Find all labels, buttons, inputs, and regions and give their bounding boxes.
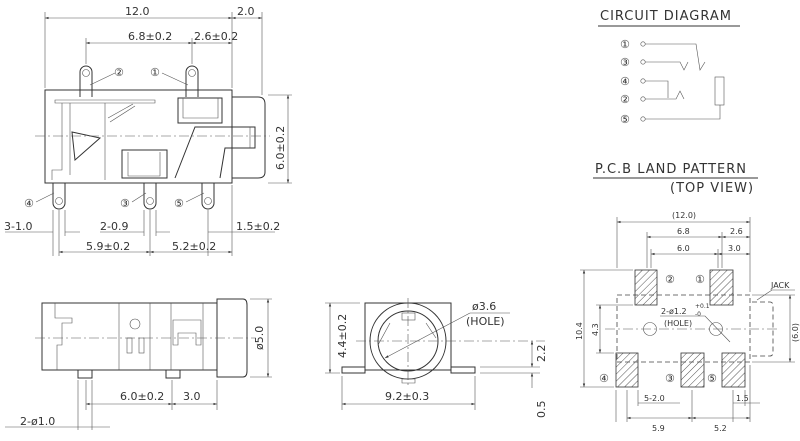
body-outline bbox=[44, 89, 266, 184]
pin-labels: ② ① ④ ③ ⑤ bbox=[24, 66, 205, 210]
pad-label: ③ bbox=[665, 372, 675, 385]
dim-bottom1: 5.9±0.2 bbox=[86, 240, 130, 253]
dim-hole-diameter: ø3.6 bbox=[472, 300, 496, 313]
hole bbox=[643, 322, 657, 336]
pcb-land-pattern: P.C.B LAND PATTERN (TOP VIEW) ② ① ④ ③ ⑤ … bbox=[575, 162, 800, 433]
dim-right: 1.5±0.2 bbox=[236, 220, 280, 233]
dimensions: 12.0 2.0 6.8±0.2 2.6±0.2 6.0±0.2 3-1.0 2… bbox=[4, 5, 292, 256]
circuit-diagram: CIRCUIT DIAGRAM ① ③ ④ ② ⑤ bbox=[598, 9, 740, 126]
dim-span-6-8: 6.8 bbox=[677, 227, 690, 236]
pad-label: ② bbox=[665, 273, 675, 286]
circuit-pin: ① bbox=[620, 38, 630, 51]
pcb-title: P.C.B LAND PATTERN bbox=[595, 162, 747, 177]
dim-pad1: 3-1.0 bbox=[4, 220, 32, 233]
pad-2 bbox=[634, 269, 658, 306]
dim-offset-2-6: 2.6 bbox=[730, 227, 743, 236]
dim-pin-span: 6.8±0.2 bbox=[128, 30, 172, 43]
pad-3 bbox=[680, 352, 705, 388]
pin-label: ② bbox=[114, 66, 124, 79]
circuit-pin: ④ bbox=[620, 75, 630, 88]
top-view: ② ① ④ ③ ⑤ 12.0 2.0 6.8±0.2 2.6±0.2 6.0±0… bbox=[4, 5, 292, 256]
dim-extension: 2.0 bbox=[237, 5, 255, 18]
dim-pad-size: 5-2.0 bbox=[644, 394, 665, 403]
dim-bottom2: 5.2 bbox=[714, 424, 727, 433]
hole-tolerance-plus: +0.1 bbox=[695, 303, 710, 310]
dim-diameter: ø5.0 bbox=[253, 326, 266, 350]
dim-offset-3-0: 3.0 bbox=[728, 244, 741, 253]
dim-tip: 3.0 bbox=[183, 390, 201, 403]
pad-4 bbox=[615, 352, 639, 388]
dim-center: 2.2 bbox=[535, 345, 548, 363]
hole-spec: 2-ø1.2 bbox=[661, 307, 687, 316]
dim-pad2: 2-0.9 bbox=[100, 220, 128, 233]
circuit-title: CIRCUIT DIAGRAM bbox=[600, 9, 732, 24]
circuit-pin: ⑤ bbox=[620, 113, 630, 126]
dim-bottom2: 5.2±0.2 bbox=[172, 240, 216, 253]
pin-label: ① bbox=[150, 66, 160, 79]
dim-edge: 1.5 bbox=[736, 394, 749, 403]
dim-overall: (12.0) bbox=[672, 211, 696, 220]
pin-label: ⑤ bbox=[174, 197, 184, 210]
pad-1 bbox=[709, 269, 734, 306]
hole-label: (HOLE) bbox=[466, 315, 505, 328]
dim-height: 10.4 bbox=[575, 322, 584, 340]
hole bbox=[709, 322, 723, 336]
pin-label: ③ bbox=[120, 197, 130, 210]
circuit-pin: ③ bbox=[620, 56, 630, 69]
pad-label: ⑤ bbox=[707, 372, 717, 385]
dim-width: 9.2±0.3 bbox=[385, 390, 429, 403]
circuit-pin: ② bbox=[620, 93, 630, 106]
dim-span-6-0: 6.0 bbox=[677, 244, 690, 253]
dim-span: 6.0±0.2 bbox=[120, 390, 164, 403]
pad-label: ④ bbox=[599, 372, 609, 385]
dim-bottom1: 5.9 bbox=[652, 424, 665, 433]
dim-jack-height: (6.0) bbox=[791, 323, 800, 342]
hole-label: (HOLE) bbox=[664, 319, 692, 328]
dim-inner: 4.3 bbox=[591, 323, 600, 336]
dim-height: 6.0±0.2 bbox=[274, 126, 287, 170]
jack-label: JACK bbox=[770, 281, 790, 290]
hole-tolerance-minus: -0 bbox=[695, 311, 701, 318]
dim-height: 4.4±0.2 bbox=[336, 314, 349, 358]
dim-flange: 0.5 bbox=[535, 401, 548, 419]
pad-label: ① bbox=[695, 273, 705, 286]
side-view: ø5.0 6.0±0.2 3.0 2-ø1.0 bbox=[5, 298, 272, 430]
pad-5 bbox=[721, 352, 746, 388]
dim-holes: 2-ø1.0 bbox=[20, 415, 55, 428]
dim-pin-offset: 2.6±0.2 bbox=[194, 30, 238, 43]
jack-outline bbox=[752, 301, 774, 357]
pcb-subtitle: (TOP VIEW) bbox=[670, 181, 754, 196]
pin-label: ④ bbox=[24, 197, 34, 210]
pins bbox=[52, 65, 215, 210]
front-view: ø3.6 (HOLE) 4.4±0.2 9.2±0.3 2.2 0.5 bbox=[325, 298, 548, 418]
dim-overall: 12.0 bbox=[125, 5, 150, 18]
